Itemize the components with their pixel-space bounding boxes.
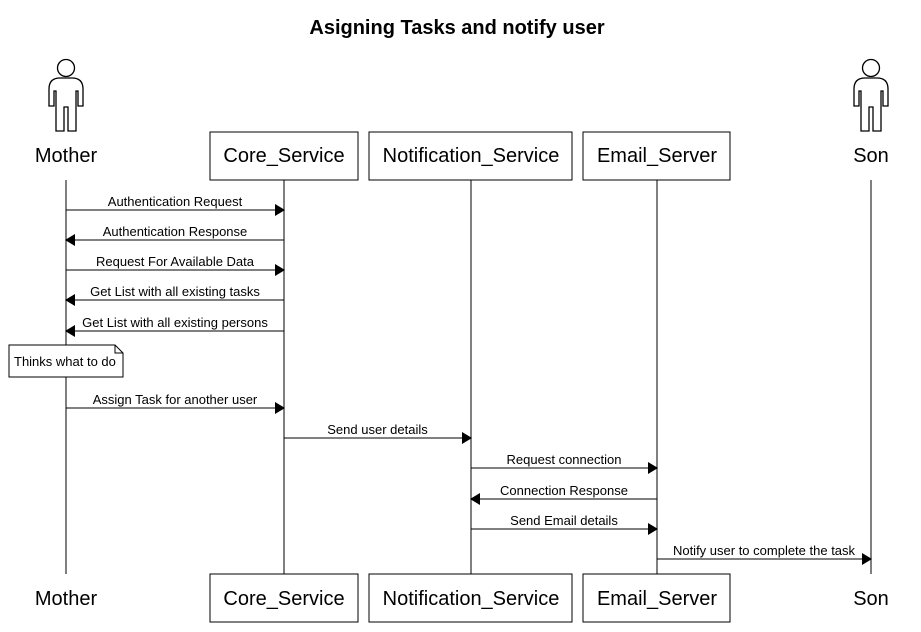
email-box-top xyxy=(582,131,731,181)
message-label: Authentication Request xyxy=(108,194,243,209)
message-label: Get List with all existing tasks xyxy=(90,284,260,299)
notification-label-top: Notification_Service xyxy=(383,145,560,167)
diagram-title: Asigning Tasks and notify user xyxy=(309,17,604,39)
core-box-top xyxy=(209,131,359,181)
message-label: Send Email details xyxy=(510,513,618,528)
message-label: Authentication Response xyxy=(103,224,248,239)
core-label-bottom: Core_Service xyxy=(223,588,344,610)
message-label: Notify user to complete the task xyxy=(673,543,856,558)
message-label: Assign Task for another user xyxy=(93,392,258,407)
core-label-top: Core_Service xyxy=(223,145,344,167)
core-box-bottom xyxy=(209,573,359,623)
son-label-bottom: Son xyxy=(853,588,889,610)
message-label: Request For Available Data xyxy=(96,254,255,269)
son-label-top: Son xyxy=(853,145,889,167)
note-fold xyxy=(114,345,123,354)
notification-box-top xyxy=(368,131,573,181)
mother-label-bottom: Mother xyxy=(35,588,98,610)
mother-actor-icon xyxy=(48,58,84,132)
message-label: Request connection xyxy=(507,452,622,467)
message-label: Connection Response xyxy=(500,483,628,498)
son-actor-icon xyxy=(853,58,889,132)
note-box xyxy=(8,344,124,378)
email-box-bottom xyxy=(582,573,731,623)
note-label: Thinks what to do xyxy=(14,354,116,369)
email-label-bottom: Email_Server xyxy=(597,588,717,610)
message-label: Send user details xyxy=(327,422,428,437)
message-label: Get List with all existing persons xyxy=(82,315,268,330)
mother-label-top: Mother xyxy=(35,145,98,167)
email-label-top: Email_Server xyxy=(597,145,717,167)
notification-box-bottom xyxy=(368,573,573,623)
notification-label-bottom: Notification_Service xyxy=(383,588,560,610)
